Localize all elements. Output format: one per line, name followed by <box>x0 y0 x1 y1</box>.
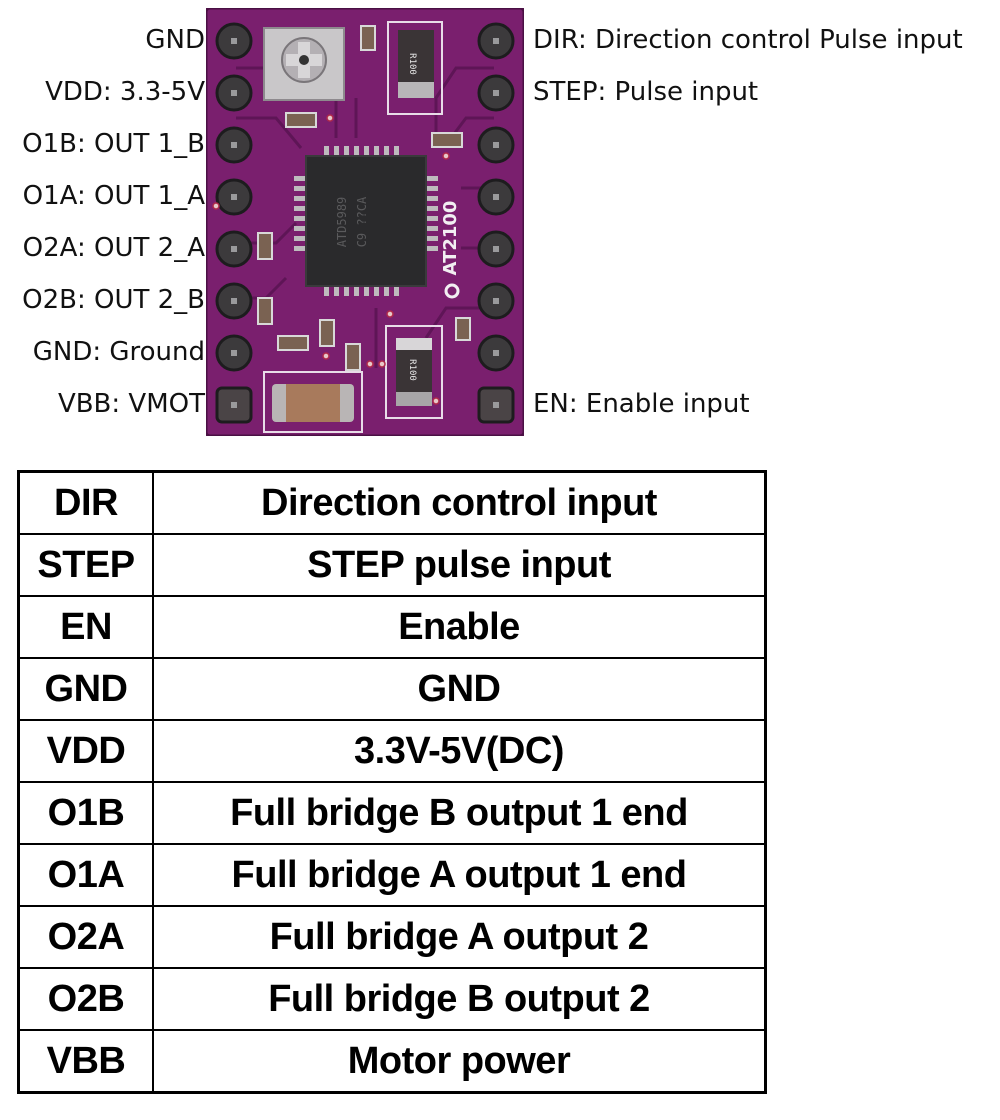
silkscreen-label: AT2100 <box>440 201 461 299</box>
table-row: DIR Direction control input <box>17 470 767 535</box>
pin-description-cell: Full bridge A output 1 end <box>152 843 767 907</box>
pin-label-o1a: O1A: OUT 1_A <box>22 181 205 211</box>
pin-description-cell: STEP pulse input <box>152 533 767 597</box>
right-header-pins <box>477 22 515 424</box>
svg-text:AT2100: AT2100 <box>440 201 461 276</box>
table-row: O2B Full bridge B output 2 <box>17 967 767 1031</box>
pin-name-cell: DIR <box>17 470 154 535</box>
pin-label-vbb: VBB: VMOT <box>57 389 205 419</box>
stepper-driver-board: R100 <box>206 8 524 436</box>
svg-text:R100: R100 <box>407 53 417 75</box>
pin-label-dir: DIR: Direction control Pulse input <box>533 25 963 55</box>
pin-name-cell: O2B <box>17 967 154 1031</box>
pin-description-cell: 3.3V-5V(DC) <box>152 719 767 783</box>
pin-description-cell: Full bridge B output 2 <box>152 967 767 1031</box>
pin-name-cell: GND <box>17 657 154 721</box>
pin-label-gnd-top: GND <box>145 25 205 55</box>
pin-description-table: DIR Direction control input STEP STEP pu… <box>17 470 767 1094</box>
chip-marking-1: ATD5989 <box>335 197 349 248</box>
pin-label-o2a: O2A: OUT 2_A <box>22 233 205 263</box>
pin-label-en: EN: Enable input <box>533 389 750 419</box>
chip-marking-2: C9 ??CA <box>355 196 369 247</box>
pin-description-cell: GND <box>152 657 767 721</box>
pin-description-cell: Direction control input <box>152 470 767 535</box>
pin-name-cell: VBB <box>17 1029 154 1094</box>
pin-label-o1b: O1B: OUT 1_B <box>22 129 205 159</box>
potentiometer <box>263 27 345 101</box>
pin-description-cell: Full bridge B output 1 end <box>152 781 767 845</box>
pin-name-cell: O1A <box>17 843 154 907</box>
pin-name-cell: VDD <box>17 719 154 783</box>
pin-label-gnd: GND: Ground <box>32 337 205 367</box>
pin-label-step: STEP: Pulse input <box>533 77 759 107</box>
left-header-pins <box>215 22 253 424</box>
pin-name-cell: O2A <box>17 905 154 969</box>
table-row: VDD 3.3V-5V(DC) <box>17 719 767 783</box>
table-row: O2A Full bridge A output 2 <box>17 905 767 969</box>
table-row: GND GND <box>17 657 767 721</box>
capacitor <box>263 371 363 433</box>
pin-description-cell: Enable <box>152 595 767 659</box>
sense-resistor-top: R100 <box>387 21 443 115</box>
vias <box>212 114 450 405</box>
table-row: VBB Motor power <box>17 1029 767 1094</box>
smd-components <box>257 25 471 371</box>
table-row: O1B Full bridge B output 1 end <box>17 781 767 845</box>
pin-name-cell: O1B <box>17 781 154 845</box>
pin-label-vdd: VDD: 3.3-5V <box>45 77 205 107</box>
sense-resistor-bottom: R100 <box>385 325 443 419</box>
pin-name-cell: EN <box>17 595 154 659</box>
table-row: EN Enable <box>17 595 767 659</box>
pin-description-cell: Full bridge A output 2 <box>152 905 767 969</box>
pin-label-o2b: O2B: OUT 2_B <box>22 285 205 315</box>
table-row: STEP STEP pulse input <box>17 533 767 597</box>
pin-description-cell: Motor power <box>152 1029 767 1094</box>
svg-text:R100: R100 <box>407 359 417 381</box>
pin-name-cell: STEP <box>17 533 154 597</box>
table-row: O1A Full bridge A output 1 end <box>17 843 767 907</box>
driver-chip: ATD5989 C9 ??CA <box>294 146 438 296</box>
